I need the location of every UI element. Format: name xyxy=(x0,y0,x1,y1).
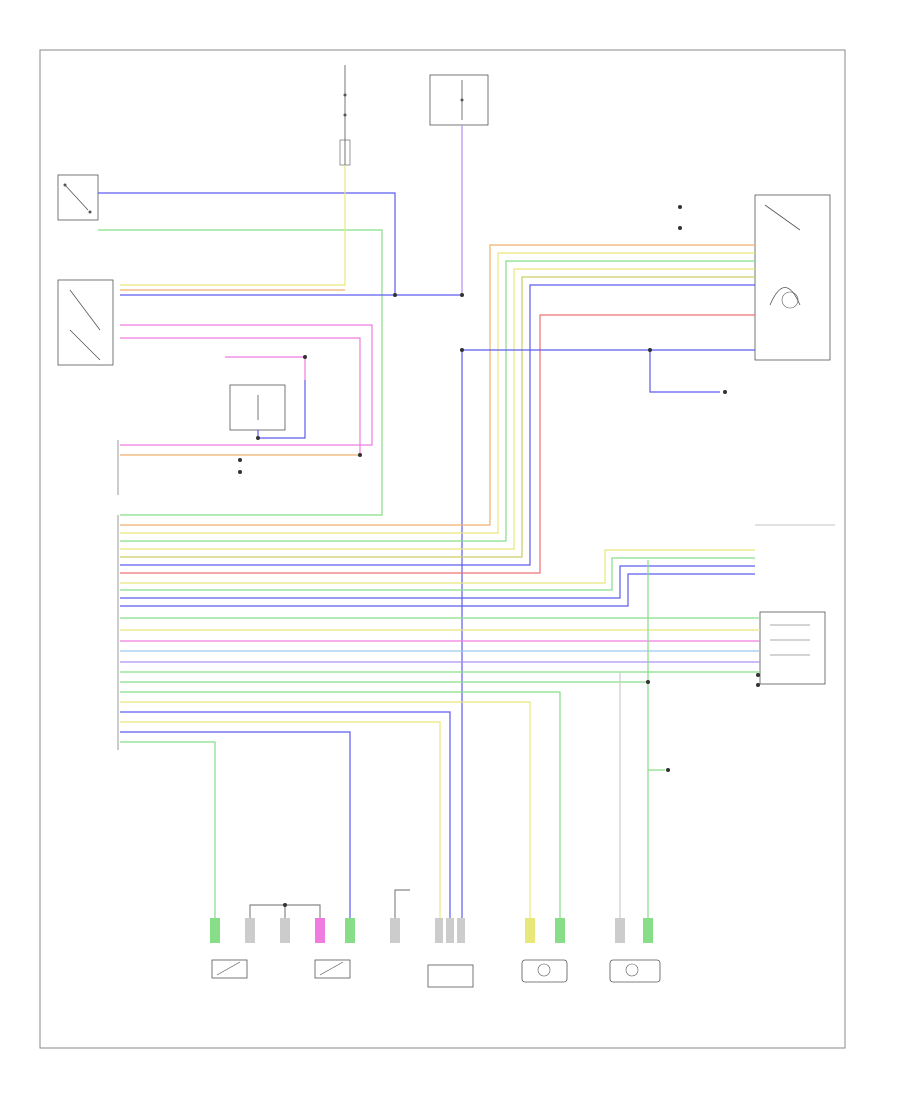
center-splice-box xyxy=(229,384,286,431)
bottom-components xyxy=(210,918,661,988)
diagram-frame xyxy=(39,49,846,1049)
splice-dots xyxy=(238,205,727,907)
fuse-box-right xyxy=(429,74,489,126)
transmission-range-sensor xyxy=(754,194,831,361)
top-left-switch xyxy=(57,174,99,221)
transmission-internal-connector xyxy=(755,524,835,687)
wires xyxy=(98,125,760,935)
brake-pedal-switch xyxy=(57,279,114,366)
